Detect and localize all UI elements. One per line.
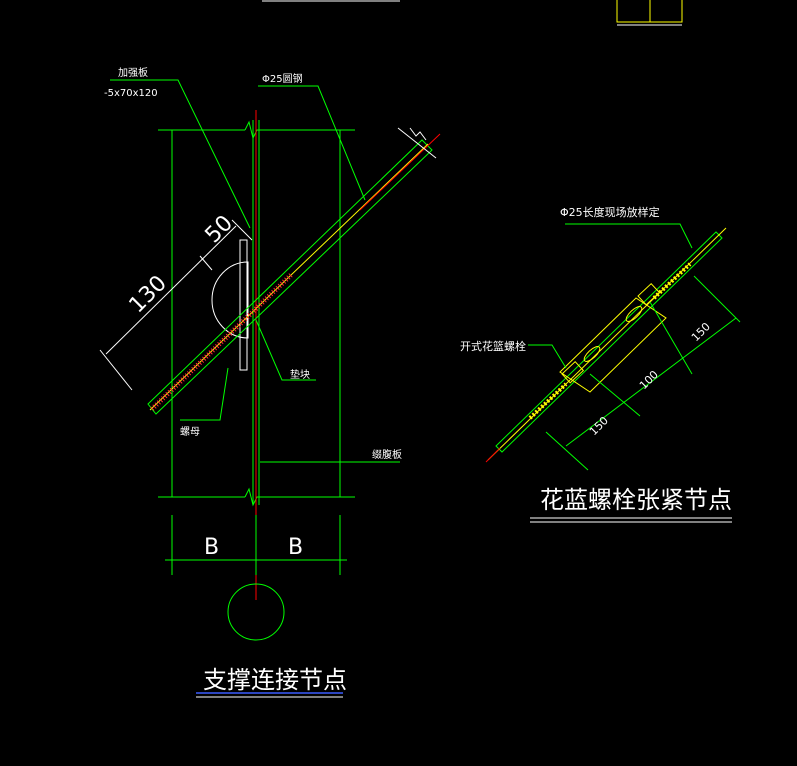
column-outline	[158, 120, 355, 507]
pad-block	[239, 239, 248, 371]
dimension-lines-right	[545, 275, 741, 471]
turnbuckle-tension-detail: Φ25长度现场放样定 开式花篮螺栓 150 100 150 花蓝螺栓张紧节点	[460, 205, 741, 523]
leader-lines-right	[528, 223, 693, 369]
pad-label: 垫块	[290, 368, 310, 381]
dim-b-left: B	[204, 535, 219, 560]
dimension-lines-left	[99, 219, 253, 391]
stiffener-plate	[211, 261, 249, 339]
turnbuckle-body	[559, 283, 667, 393]
plate-name-label: 加强板	[118, 66, 148, 79]
right-detail-title: 花蓝螺栓张紧节点	[540, 486, 732, 514]
leader-lines	[110, 79, 400, 463]
round-bar-section	[227, 583, 285, 641]
b-dimension-lines	[165, 515, 347, 575]
dim-b-right: B	[288, 535, 303, 560]
left-detail-title: 支撑连接节点	[203, 666, 347, 694]
plate-size-label: -5x70x120	[104, 88, 158, 99]
nut-label: 螺母	[180, 426, 200, 438]
rod-label-right: Φ25长度现场放样定	[560, 205, 660, 219]
top-fragments	[262, 0, 683, 26]
rod-label-left: Φ25圆钢	[262, 72, 303, 85]
round-bar	[147, 127, 441, 415]
turnbuckle-label: 开式花篮螺栓	[460, 339, 526, 353]
web-label: 缀腹板	[372, 448, 402, 461]
tension-rod	[485, 227, 727, 463]
